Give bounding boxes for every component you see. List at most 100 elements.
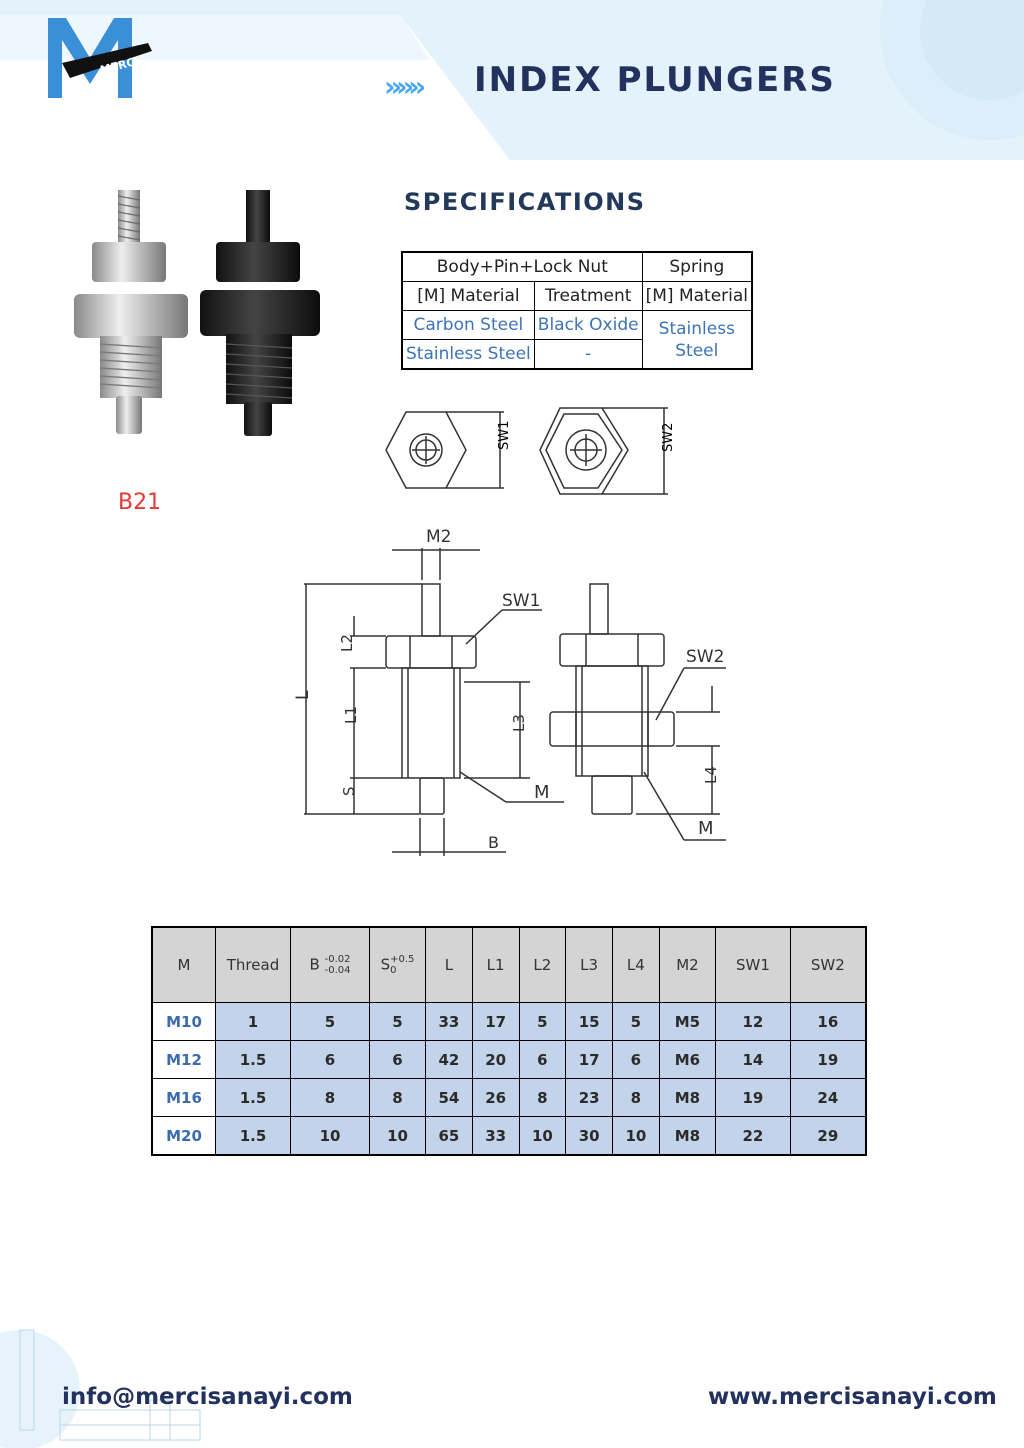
sub-header-material: [M] Material <box>401 281 535 311</box>
l2-label: L2 <box>338 634 356 652</box>
table-cell: 12 <box>715 1002 791 1041</box>
l-label: L <box>293 690 313 700</box>
column-header: L4 <box>612 926 660 1003</box>
table-cell: 33 <box>471 1116 520 1156</box>
table-cell: 16 <box>789 1002 867 1041</box>
table-cell: 65 <box>425 1116 473 1156</box>
spring-material-line: Steel <box>675 340 719 361</box>
column-header: SW1 <box>715 926 791 1003</box>
spring-material-line: Stainless <box>658 318 735 339</box>
s-tolerance-upper: +0.5 <box>390 954 415 965</box>
group-header-spring: Spring <box>641 251 753 282</box>
table-cell: 8 <box>612 1078 660 1117</box>
table-cell: 19 <box>715 1078 791 1117</box>
table-cell: 10 <box>369 1116 426 1156</box>
table-cell: 8 <box>290 1078 370 1117</box>
column-header: L2 <box>518 926 567 1003</box>
email-link[interactable]: info@mercisanayi.com <box>62 1384 353 1410</box>
table-cell: 1.5 <box>215 1078 291 1117</box>
table-cell: 29 <box>789 1116 867 1156</box>
column-header: L <box>425 926 473 1003</box>
specifications-heading: SPECIFICATIONS <box>404 188 646 216</box>
arrows-icon: »»» <box>384 70 426 103</box>
b-tolerance-lower: -0.04 <box>324 965 351 976</box>
material-cell: Stainless Steel <box>401 339 535 370</box>
table-cell: 6 <box>612 1040 660 1079</box>
table-cell: 6 <box>290 1040 370 1079</box>
column-header: M <box>151 926 216 1003</box>
table-cell: 20 <box>471 1040 520 1079</box>
table-cell: 24 <box>789 1078 867 1117</box>
material-cell: Carbon Steel <box>401 310 535 340</box>
table-row: M16 1.5 8 8 54 26 8 23 8 M8 19 24 <box>151 1078 867 1117</box>
table-cell: 8 <box>518 1078 567 1117</box>
sub-header-spring-material: [M] Material <box>641 281 753 311</box>
table-cell: M12 <box>151 1040 216 1079</box>
table-cell: 14 <box>715 1040 791 1079</box>
l4-label: L4 <box>702 766 720 784</box>
treatment-cell: - <box>533 339 643 370</box>
column-header: Thread <box>215 926 291 1003</box>
table-cell: 42 <box>425 1040 473 1079</box>
table-cell: 23 <box>565 1078 613 1117</box>
table-cell: 10 <box>290 1116 370 1156</box>
spring-material-cell: Stainless Steel <box>641 310 753 370</box>
table-cell: M5 <box>658 1002 717 1041</box>
sw1-side-label: SW1 <box>502 591 540 611</box>
table-cell: 5 <box>518 1002 567 1041</box>
table-cell: 22 <box>715 1116 791 1156</box>
group-header-body: Body+Pin+Lock Nut <box>401 251 643 282</box>
table-cell: 1 <box>215 1002 291 1041</box>
table-cell: 6 <box>369 1040 426 1079</box>
b-tolerance: -0.02-0.04 <box>325 954 351 976</box>
sw1-label: SW1 <box>497 421 512 450</box>
s-header-label: S <box>380 955 391 974</box>
table-cell: 5 <box>369 1002 426 1041</box>
table-cell: 26 <box>471 1078 520 1117</box>
m-label-right: M <box>698 818 714 839</box>
table-cell: 17 <box>471 1002 520 1041</box>
table-cell: M20 <box>151 1116 216 1156</box>
sw2-side-label: SW2 <box>686 647 724 667</box>
l1-label: L1 <box>342 706 360 724</box>
table-cell: 5 <box>290 1002 370 1041</box>
column-header: L1 <box>471 926 520 1003</box>
table-row: M12 1.5 6 6 42 20 6 17 6 M6 14 19 <box>151 1040 867 1079</box>
table-cell: 5 <box>612 1002 660 1041</box>
table-cell: 1.5 <box>215 1040 291 1079</box>
website-link[interactable]: www.mercisanayi.com <box>708 1384 997 1410</box>
b-tolerance-upper: -0.02 <box>324 954 351 965</box>
table-cell: 1.5 <box>215 1116 291 1156</box>
material-table: Body+Pin+Lock Nut Spring [M] Material Tr… <box>401 251 754 370</box>
l3-label: L3 <box>510 714 528 732</box>
table-cell: M6 <box>658 1040 717 1079</box>
sw2-label: SW2 <box>661 423 676 452</box>
table-cell: 17 <box>565 1040 613 1079</box>
column-header: L3 <box>565 926 613 1003</box>
table-cell: 8 <box>369 1078 426 1117</box>
product-photo <box>74 190 320 436</box>
table-cell: 10 <box>612 1116 660 1156</box>
m-label-left: M <box>534 782 550 803</box>
table-cell: M8 <box>658 1116 717 1156</box>
footer-decoration <box>0 1329 201 1448</box>
table-cell: M10 <box>151 1002 216 1041</box>
b-header-label: B <box>309 955 320 974</box>
table-cell: 15 <box>565 1002 613 1041</box>
column-header-b: B -0.02-0.04 <box>290 926 370 1003</box>
table-row: M20 1.5 10 10 65 33 10 30 10 M8 22 29 <box>151 1116 867 1156</box>
m2-label: M2 <box>426 527 451 547</box>
sub-header-treatment: Treatment <box>533 281 643 311</box>
table-cell: 19 <box>789 1040 867 1079</box>
s-tolerance-lower: 0 <box>390 965 397 976</box>
hex-end-views: SW1 SW2 <box>385 407 676 495</box>
table-cell: 30 <box>565 1116 613 1156</box>
page-title: INDEX PLUNGERS <box>474 60 836 100</box>
table-cell: 6 <box>518 1040 567 1079</box>
table-cell: 10 <box>518 1116 567 1156</box>
column-header: M2 <box>658 926 717 1003</box>
table-cell: 33 <box>425 1002 473 1041</box>
b-label: B <box>488 833 499 852</box>
